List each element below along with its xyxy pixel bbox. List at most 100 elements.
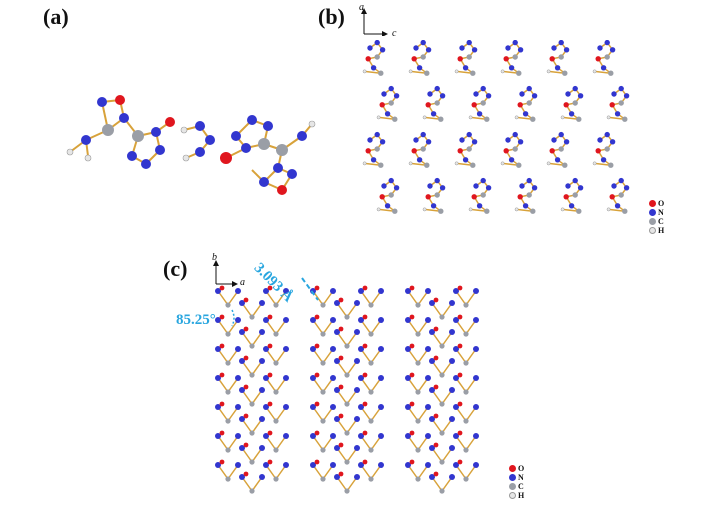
legend-symbol-h: H	[658, 226, 665, 235]
atom	[422, 207, 427, 212]
bond	[364, 162, 381, 166]
atom	[433, 471, 439, 477]
atom	[546, 161, 551, 166]
legend-item-o: O	[649, 199, 664, 208]
atom	[429, 300, 435, 306]
atom	[439, 488, 445, 494]
atom	[235, 404, 241, 410]
atom	[449, 474, 455, 480]
atom	[429, 445, 435, 451]
atom	[320, 389, 326, 395]
atom	[320, 418, 326, 424]
legend-c-symbol-h: H	[518, 491, 525, 500]
molecule-atoms-a	[66, 95, 316, 195]
atom	[522, 111, 529, 117]
atom	[415, 389, 421, 395]
atom	[614, 111, 621, 117]
atom	[259, 445, 265, 451]
atom	[531, 93, 538, 99]
atom	[558, 131, 564, 138]
atom	[368, 418, 374, 424]
atom	[330, 288, 336, 294]
atom	[413, 45, 419, 51]
atom	[320, 331, 326, 337]
atom	[235, 462, 241, 468]
atom	[338, 355, 344, 361]
atom	[480, 192, 486, 198]
atom	[344, 459, 350, 465]
atom	[449, 358, 455, 364]
atom	[508, 157, 515, 163]
atom	[614, 203, 621, 209]
legend-c-item-n: N	[509, 473, 524, 482]
axis-label-c-horizontal: a	[240, 277, 245, 288]
atom	[405, 404, 411, 410]
axes-arrow-b	[361, 8, 388, 36]
atom	[427, 183, 433, 189]
atom	[433, 384, 439, 390]
atom	[597, 45, 603, 51]
atom	[215, 317, 221, 323]
atom	[378, 433, 384, 439]
atom	[378, 317, 384, 323]
atom	[273, 418, 279, 424]
legend-c-item-h: H	[509, 491, 524, 500]
atom	[470, 70, 476, 76]
atom	[368, 302, 374, 308]
atom	[457, 372, 463, 378]
legend-c-dot-h	[509, 492, 516, 499]
atom	[563, 102, 569, 108]
atom	[415, 331, 421, 337]
atom	[379, 139, 386, 145]
atom	[572, 192, 578, 198]
angle-annotation: 85.25°	[176, 312, 216, 328]
atom	[476, 203, 483, 209]
atom	[471, 194, 477, 200]
atom	[473, 317, 479, 323]
atom	[225, 389, 231, 395]
atom	[500, 161, 505, 166]
atom	[368, 447, 374, 453]
atom	[283, 288, 289, 294]
atom	[273, 331, 279, 337]
atom	[273, 476, 279, 482]
atom	[330, 462, 336, 468]
atom	[416, 157, 423, 163]
atom	[320, 447, 326, 453]
atom	[409, 430, 415, 436]
bond	[424, 208, 441, 212]
atom	[466, 146, 472, 152]
atom	[368, 331, 374, 337]
atom	[595, 148, 601, 154]
bond	[364, 70, 381, 74]
atom	[358, 288, 364, 294]
atom	[480, 85, 486, 92]
atom	[219, 459, 225, 465]
atom	[471, 139, 478, 145]
legend-dot-h	[649, 227, 656, 234]
bond	[516, 116, 533, 120]
atom	[330, 404, 336, 410]
atom	[370, 65, 377, 71]
atom	[243, 384, 249, 390]
bond	[502, 162, 519, 166]
atom	[453, 462, 459, 468]
legend-c: O N C H	[509, 464, 524, 500]
atom	[354, 329, 360, 335]
atom	[259, 387, 265, 393]
atom	[354, 445, 360, 451]
atom	[334, 445, 340, 451]
atom	[243, 471, 249, 477]
atom	[604, 40, 610, 46]
atom	[367, 137, 373, 143]
atom	[249, 488, 255, 494]
atom	[259, 300, 265, 306]
atom	[611, 183, 617, 189]
atom	[358, 346, 364, 352]
atom	[267, 285, 273, 291]
legend-c-item-c: C	[509, 482, 524, 491]
legend-c-dot-c	[509, 483, 516, 490]
bond	[378, 208, 395, 212]
atom	[473, 288, 479, 294]
bond	[594, 162, 611, 166]
